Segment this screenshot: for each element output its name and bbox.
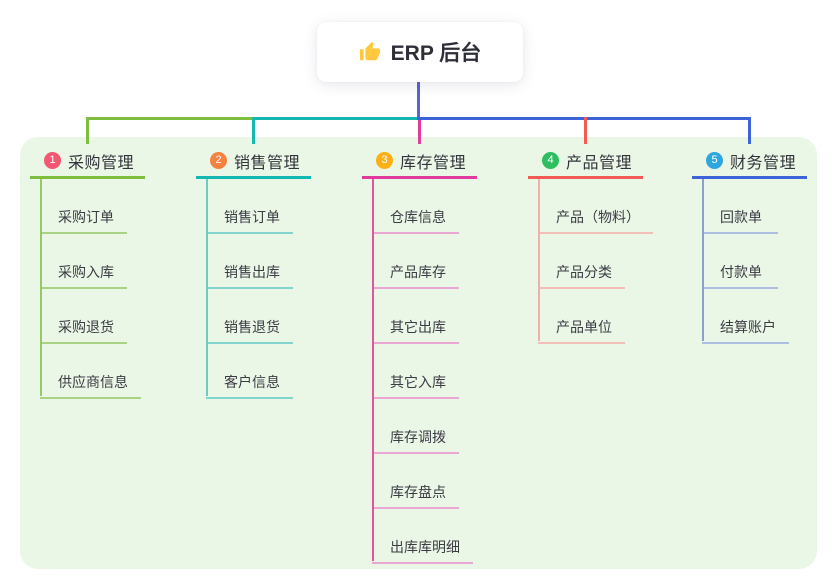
child-node[interactable]: 供应商信息	[40, 344, 141, 399]
child-node-label: 供应商信息	[58, 374, 128, 390]
child-node[interactable]: 库存调拨	[372, 399, 459, 454]
connector-root	[417, 81, 420, 118]
child-node[interactable]: 产品（物料）	[538, 179, 653, 234]
branch-column: 2 销售管理 销售订单 销售出库 销售退货 客户信息	[196, 145, 311, 399]
branch-child-line	[206, 179, 208, 396]
child-node[interactable]: 产品单位	[538, 289, 625, 344]
branch-label: 采购管理	[68, 154, 135, 172]
branches-panel	[20, 137, 817, 569]
connector-drop-5	[748, 117, 751, 144]
child-node-label: 结算账户	[720, 319, 776, 335]
branch-child-line	[40, 179, 42, 396]
child-node-label: 库存盘点	[390, 484, 446, 500]
child-node[interactable]: 付款单	[702, 234, 778, 289]
branch-number-badge: 5	[706, 152, 723, 169]
child-node[interactable]: 仓库信息	[372, 179, 459, 234]
connector-drop-1	[86, 117, 89, 144]
thumbs-up-icon	[359, 41, 380, 61]
child-node-label: 其它出库	[390, 319, 446, 335]
branch-heading[interactable]: 4 产品管理	[528, 145, 643, 179]
child-node[interactable]: 采购退货	[40, 289, 127, 344]
connector-drop-2	[252, 117, 255, 144]
branch-column: 5 财务管理 回款单 付款单 结算账户	[692, 145, 807, 344]
branch-child-line	[372, 179, 374, 561]
branch-number-badge: 4	[542, 152, 559, 169]
child-node[interactable]: 其它出库	[372, 289, 459, 344]
child-node-label: 产品（物料）	[556, 209, 640, 225]
branch-children: 仓库信息 产品库存 其它出库 其它入库 库存调拨 库存盘点 出库库明细	[362, 179, 477, 564]
child-node-label: 采购退货	[58, 319, 114, 335]
child-node-label: 出库库明细	[390, 539, 460, 555]
branch-column: 1 采购管理 采购订单 采购入库 采购退货 供应商信息	[30, 145, 145, 399]
child-node[interactable]: 销售出库	[206, 234, 293, 289]
root-node-label: ERP 后台	[390, 42, 482, 65]
child-node[interactable]: 库存盘点	[372, 454, 459, 509]
child-node[interactable]: 客户信息	[206, 344, 293, 399]
connector-branch-2	[252, 117, 420, 120]
branch-number-badge: 1	[44, 152, 61, 169]
branch-child-line	[538, 179, 540, 341]
child-node[interactable]: 回款单	[702, 179, 778, 234]
branch-number-badge: 2	[210, 152, 227, 169]
root-node[interactable]: ERP 后台	[317, 22, 523, 82]
child-node-label: 其它入库	[390, 374, 446, 390]
child-node[interactable]: 结算账户	[702, 289, 789, 344]
child-node-label: 销售订单	[224, 209, 280, 225]
child-node-label: 销售退货	[224, 319, 280, 335]
child-node[interactable]: 产品库存	[372, 234, 459, 289]
child-node-label: 仓库信息	[390, 209, 446, 225]
child-node[interactable]: 采购入库	[40, 234, 127, 289]
branch-number-badge: 3	[376, 152, 393, 169]
branch-column: 3 库存管理 仓库信息 产品库存 其它出库 其它入库 库存调拨 库存盘点 出库库…	[362, 145, 477, 564]
connector-drop-4	[584, 117, 587, 144]
branch-child-line	[702, 179, 704, 341]
child-node-label: 采购订单	[58, 209, 114, 225]
child-node-label: 产品分类	[556, 264, 612, 280]
child-node-label: 采购入库	[58, 264, 114, 280]
child-node-label: 销售出库	[224, 264, 280, 280]
child-node-label: 付款单	[720, 264, 762, 280]
branch-children: 销售订单 销售出库 销售退货 客户信息	[196, 179, 311, 399]
connector-drop-3	[418, 120, 421, 144]
child-node-label: 回款单	[720, 209, 762, 225]
branch-children: 采购订单 采购入库 采购退货 供应商信息	[30, 179, 145, 399]
branch-column: 4 产品管理 产品（物料） 产品分类 产品单位	[528, 145, 653, 344]
branch-heading[interactable]: 5 财务管理	[692, 145, 807, 179]
child-node[interactable]: 采购订单	[40, 179, 127, 234]
child-node-label: 产品库存	[390, 264, 446, 280]
branch-heading[interactable]: 1 采购管理	[30, 145, 145, 179]
branch-children: 产品（物料） 产品分类 产品单位	[528, 179, 653, 344]
child-node[interactable]: 销售订单	[206, 179, 293, 234]
branch-heading[interactable]: 2 销售管理	[196, 145, 311, 179]
branch-label: 销售管理	[234, 154, 301, 172]
branch-heading[interactable]: 3 库存管理	[362, 145, 477, 179]
branch-label: 产品管理	[566, 154, 633, 172]
child-node[interactable]: 其它入库	[372, 344, 459, 399]
branch-label: 财务管理	[730, 154, 797, 172]
child-node[interactable]: 产品分类	[538, 234, 625, 289]
child-node[interactable]: 出库库明细	[372, 509, 473, 564]
child-node-label: 库存调拨	[390, 429, 446, 445]
branch-children: 回款单 付款单 结算账户	[692, 179, 807, 344]
branch-label: 库存管理	[400, 154, 467, 172]
child-node[interactable]: 销售退货	[206, 289, 293, 344]
child-node-label: 产品单位	[556, 319, 612, 335]
child-node-label: 客户信息	[224, 374, 280, 390]
